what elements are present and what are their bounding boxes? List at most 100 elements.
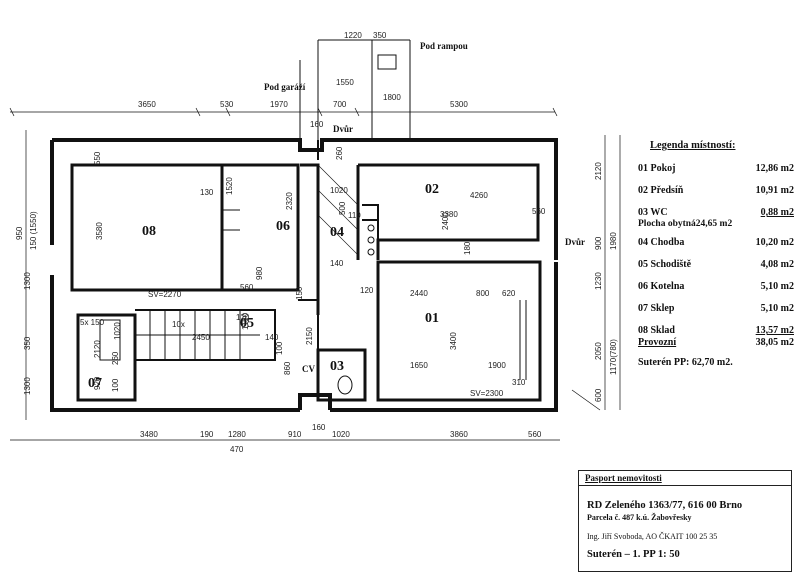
dim-text: 1970 (270, 100, 288, 109)
legend-room-area: 5,10 m2 (760, 281, 794, 292)
dim-text: 2120 (594, 162, 603, 180)
dim-text: 560 (532, 207, 546, 216)
room-03-label: 03 (330, 359, 344, 374)
dim-text: 860 (283, 361, 292, 375)
legend-room-area: 0,88 m2 (760, 207, 794, 218)
dim-text: 120 (360, 286, 374, 295)
dim-text: 1900 (488, 361, 506, 370)
dim-text: 530 (220, 100, 234, 109)
legend-operating-label: Provozní (638, 337, 677, 348)
dim-text: 310 (512, 378, 526, 387)
dim-text: 1170(780) (609, 339, 618, 375)
dim-text: 190 (200, 430, 214, 439)
dim-text: 150 (295, 286, 304, 300)
dim-text: 2320 (285, 192, 294, 210)
dim-text: 2050 (594, 342, 603, 360)
engineer: Ing. Jiří Svoboda, AO ČKAIT 100 25 35 (587, 532, 718, 541)
legend-room-area: 10,91 m2 (755, 185, 794, 196)
left-dimensions: 950 150 (1550) 1300 350 1300 (15, 211, 38, 395)
staircase-05 (135, 309, 276, 361)
legend-row: 06 Kotelna 5,10 m2 (638, 281, 798, 303)
dim-text: 600 (594, 388, 603, 402)
dim-text: 1020 (332, 430, 350, 439)
dim-text: 1550 (336, 78, 354, 87)
label-dvur-right: Dvůr (565, 237, 585, 247)
dim-text: 2450 (192, 333, 210, 342)
dim-text: 3480 (140, 430, 158, 439)
dim-text: 1220 (344, 31, 362, 40)
dim-text: 2120 (93, 340, 102, 358)
dim-text: 1980 (609, 232, 618, 250)
legend-room-name: 03 WC (638, 207, 668, 218)
dim-text: 1300 (23, 272, 32, 290)
room-08-label: 08 (142, 224, 156, 239)
title-block-header: Pasport nemovitosti (579, 471, 791, 486)
legend-living-area: Plocha obytná24,65 m2 (638, 219, 733, 229)
legend-room-area: 10,20 m2 (755, 237, 794, 248)
dim-text: 160 (312, 423, 326, 432)
room-06-label: 06 (276, 219, 290, 234)
dim-text: 1230 (594, 272, 603, 290)
dim-text: 910 (288, 430, 302, 439)
dim-text: 5300 (450, 100, 468, 109)
bottom-dimensions: 3480 190 1280 910 160 1020 3860 560 470 (140, 423, 542, 454)
room-01-label: 01 (425, 311, 439, 326)
dim-text: 100 (275, 341, 284, 355)
legend-row: 04 Chodba 10,20 m2 (638, 237, 798, 259)
dim-text: 950 (15, 226, 24, 240)
dim-text: 1650 (410, 361, 428, 370)
legend-room-area: 5,10 m2 (760, 303, 794, 314)
dim-text: 260 (111, 351, 120, 365)
dim-text: 130 (200, 188, 214, 197)
dim-text: 120 (236, 313, 250, 322)
dim-text: 920 (93, 376, 102, 390)
dim-text: 1020 (113, 322, 122, 340)
legend-room-name: 06 Kotelna (638, 281, 685, 292)
legend-room-name: 04 Chodba (638, 237, 685, 248)
label-pod-rampou: Pod rampou (420, 41, 468, 51)
right-dimensions: 2120 900 1980 1230 2050 1170(780) 600 (594, 162, 618, 402)
dim-text: 140 (330, 259, 344, 268)
dim-text: 800 (476, 289, 490, 298)
label-sv-right: SV=2300 (470, 389, 504, 398)
property-address: RD Zeleného 1363/77, 616 00 Brno (587, 500, 743, 511)
top-dimensions: 3650 530 1970 700 5300 1220 350 1550 180… (138, 31, 468, 129)
room-06-walls (222, 163, 300, 292)
drawing-scale: Suterén – 1. PP 1: 50 (587, 549, 680, 560)
dim-text: 3400 (449, 332, 458, 350)
dim-text: 3380 (440, 210, 458, 219)
dim-text: 140 (265, 333, 279, 342)
dim-text: 980 (255, 266, 264, 280)
legend-row: 07 Sklep 5,10 m2 (638, 303, 798, 325)
dim-text: 3650 (138, 100, 156, 109)
legend-row: Provozní 38,05 m2 (638, 337, 798, 353)
room-02-label: 02 (425, 182, 439, 197)
dim-text: 550 (93, 151, 102, 165)
dim-text: 100 (111, 378, 120, 392)
dim-text: 1520 (225, 177, 234, 195)
legend-room-area: 12,86 m2 (755, 163, 794, 174)
title-block: Pasport nemovitosti RD Zeleného 1363/77,… (578, 470, 792, 572)
label-cv: CV (302, 364, 315, 374)
legend-room-name: 07 Sklep (638, 303, 675, 314)
dim-text: 2400 (441, 212, 450, 230)
dim-text: 1800 (383, 93, 401, 102)
dim-text: 10x (172, 320, 185, 329)
label-pod-garazi: Pod garáží (264, 82, 306, 92)
legend-operating-area: 38,05 m2 (755, 337, 794, 348)
dim-text: 560 (528, 430, 542, 439)
legend-room-name: 05 Schodiště (638, 259, 692, 270)
legend-room-area: 13,57 m2 (755, 325, 794, 336)
parcel-number: Parcela č. 487 k.ú. Žabovřesky (587, 513, 692, 522)
room-04-label: 04 (330, 225, 344, 240)
dim-text: 4260 (470, 191, 488, 200)
dim-text: 3860 (450, 430, 468, 439)
dim-text: 470 (230, 445, 244, 454)
label-dvur-top: Dvůr (333, 124, 353, 134)
dim-text: 1280 (228, 430, 246, 439)
